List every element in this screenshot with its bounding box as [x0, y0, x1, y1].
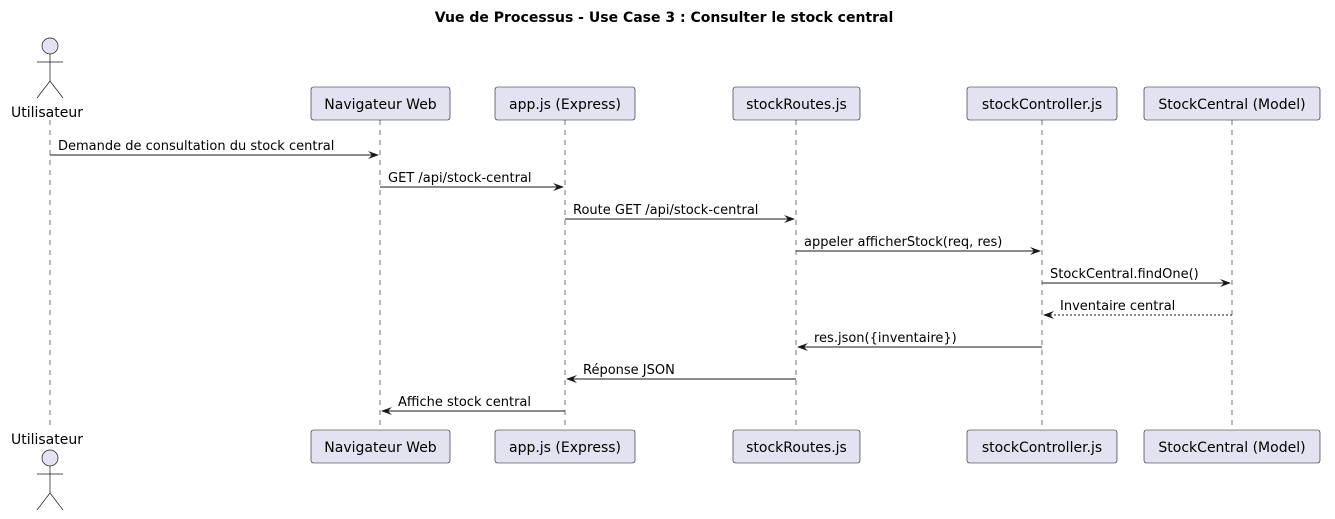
- lifelines: [49, 120, 1233, 430]
- message-label: Demande de consultation du stock central: [58, 139, 334, 154]
- participant-label-bottom: StockCentral (Model): [1158, 440, 1305, 456]
- message-5: StockCentral.findOne(): [1042, 267, 1231, 287]
- participant-label-bottom: stockController.js: [982, 440, 1102, 456]
- arrowhead-icon: [784, 215, 795, 223]
- message-9: Affiche stock central: [381, 395, 565, 415]
- participant-box-bg: [494, 429, 636, 464]
- participant-box-top-nav: Navigateur Web: [310, 86, 451, 121]
- message-8: Réponse JSON: [566, 363, 796, 383]
- participant-box-bg: [966, 429, 1118, 464]
- message-label: Affiche stock central: [398, 395, 531, 410]
- participant-label-top: Utilisateur: [11, 105, 83, 121]
- messages: Demande de consultation du stock central…: [50, 139, 1232, 415]
- participant-box-bottom-model: StockCentral (Model): [1143, 429, 1321, 464]
- participant-box-top-app: app.js (Express): [494, 86, 636, 121]
- participant-box-top-routes: stockRoutes.js: [732, 86, 861, 121]
- participant-box-bottom-app: app.js (Express): [494, 429, 636, 464]
- participant-label-top: StockCentral (Model): [1158, 97, 1305, 113]
- arrowhead-icon: [566, 375, 577, 383]
- participant-box-bg: [1143, 86, 1321, 121]
- participant-box-bottom-routes: stockRoutes.js: [732, 429, 861, 464]
- participant-label-top: stockController.js: [982, 97, 1102, 113]
- arrowhead-icon: [553, 183, 564, 191]
- participant-box-bg: [732, 86, 861, 121]
- participant-label-top: Navigateur Web: [324, 97, 437, 113]
- message-label: Réponse JSON: [583, 363, 675, 378]
- participant-label-top: app.js (Express): [509, 97, 621, 113]
- participant-box-bg: [310, 429, 451, 464]
- message-label: Route GET /api/stock-central: [573, 203, 758, 218]
- message-label: Inventaire central: [1060, 299, 1175, 314]
- message-3: Route GET /api/stock-central: [565, 203, 795, 223]
- message-1: Demande de consultation du stock central: [50, 139, 379, 159]
- message-label: appeler afficherStock(req, res): [804, 235, 1002, 250]
- participant-label-bottom: stockRoutes.js: [746, 440, 847, 456]
- message-6: Inventaire central: [1043, 299, 1232, 319]
- arrowhead-icon: [381, 407, 392, 415]
- arrowhead-icon: [1043, 311, 1054, 319]
- message-2: GET /api/stock-central: [380, 171, 564, 191]
- participant-label-bottom: app.js (Express): [509, 440, 621, 456]
- participant-box-bg: [310, 86, 451, 121]
- actor-head-icon: [41, 37, 59, 55]
- participant-box-top-ctrl: stockController.js: [966, 86, 1118, 121]
- participant-label-top: stockRoutes.js: [746, 97, 847, 113]
- participant-label-bottom: Navigateur Web: [324, 440, 437, 456]
- participant-box-bg: [1143, 429, 1321, 464]
- diagram-title: Vue de Processus - Use Case 3 : Consulte…: [435, 10, 894, 26]
- participant-box-bg: [966, 86, 1118, 121]
- actor-body-icon: [36, 466, 64, 511]
- participant-box-bg: [732, 429, 861, 464]
- message-7: res.json({inventaire}): [797, 331, 1042, 351]
- actor-top-user: [36, 37, 64, 99]
- actor-bottom-user: [36, 449, 64, 511]
- arrowhead-icon: [1220, 279, 1231, 287]
- participant-box-top-model: StockCentral (Model): [1143, 86, 1321, 121]
- participant-box-bottom-nav: Navigateur Web: [310, 429, 451, 464]
- message-label: GET /api/stock-central: [388, 171, 532, 186]
- arrowhead-icon: [368, 151, 379, 159]
- participant-box-bottom-ctrl: stockController.js: [966, 429, 1118, 464]
- message-label: res.json({inventaire}): [814, 331, 957, 346]
- participant-label-bottom: Utilisateur: [11, 432, 83, 448]
- participant-box-bg: [494, 86, 636, 121]
- arrowhead-icon: [1030, 247, 1041, 255]
- actor-body-icon: [36, 54, 64, 99]
- arrowhead-icon: [797, 343, 808, 351]
- actor-head-icon: [41, 449, 59, 467]
- message-label: StockCentral.findOne(): [1050, 267, 1199, 282]
- message-4: appeler afficherStock(req, res): [796, 235, 1041, 255]
